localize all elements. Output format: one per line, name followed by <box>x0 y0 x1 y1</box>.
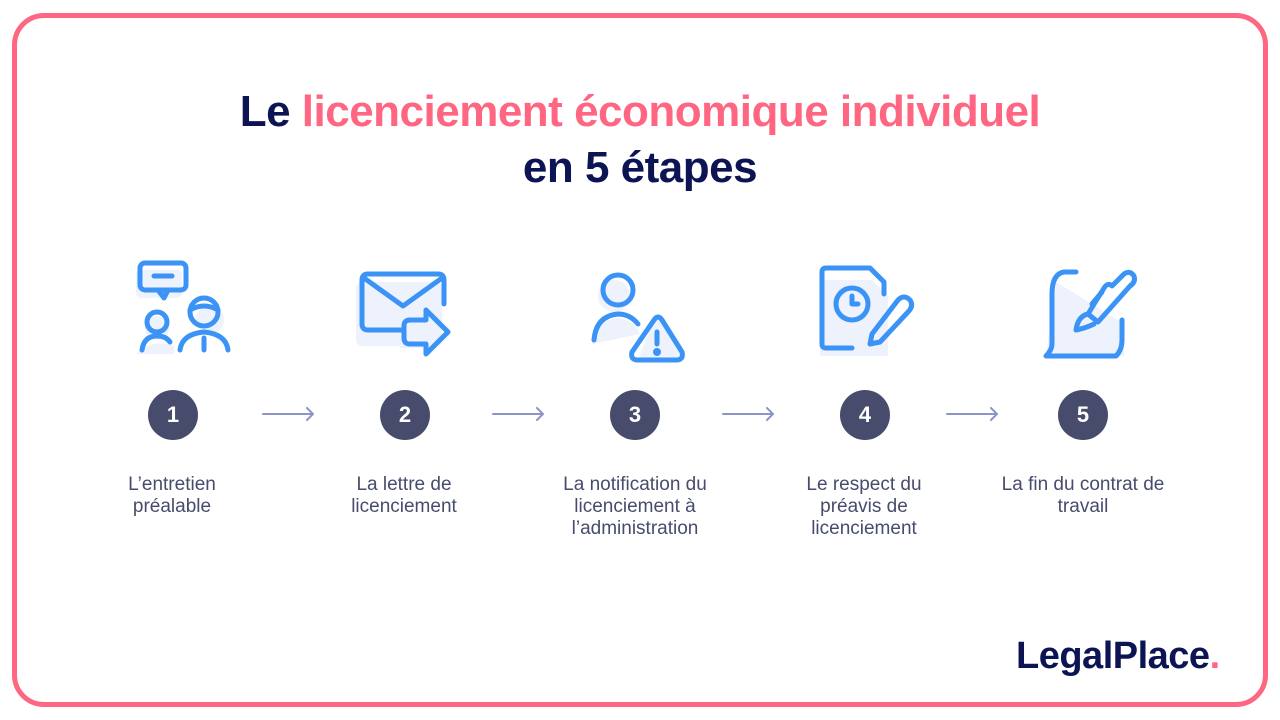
page-title: Le licenciement économique individuel en… <box>0 84 1280 196</box>
user-warning-icon <box>588 264 688 364</box>
legalplace-logo: LegalPlace. <box>1016 635 1220 677</box>
title-prefix: Le <box>239 87 302 136</box>
signed-contract-pen-icon <box>1036 264 1137 364</box>
step-number-badge: 5 <box>1058 390 1108 440</box>
arrow-right-icon <box>262 407 314 421</box>
conversation-people-icon <box>124 256 231 356</box>
step-label: La fin du contrat de travail <box>1001 474 1165 517</box>
step-label: La notification du licenciement à l’admi… <box>563 474 707 539</box>
title-line2: en 5 étapes <box>522 143 758 192</box>
step-label: Le respect du préavis de licenciement <box>806 474 922 539</box>
step-number-badge: 2 <box>380 390 430 440</box>
step-number-badge: 1 <box>148 390 198 440</box>
envelope-send-icon <box>352 264 452 364</box>
step-number-badge: 3 <box>610 390 660 440</box>
step-number-badge: 4 <box>840 390 890 440</box>
step-label: La lettre de licenciement <box>351 474 457 517</box>
title-accent: licenciement économique individuel <box>301 87 1041 136</box>
step-label: L’entretien préalable <box>128 474 216 517</box>
document-clock-pencil-icon <box>814 264 915 364</box>
arrow-right-icon <box>722 407 774 421</box>
arrow-right-icon <box>946 407 998 421</box>
arrow-right-icon <box>492 407 544 421</box>
